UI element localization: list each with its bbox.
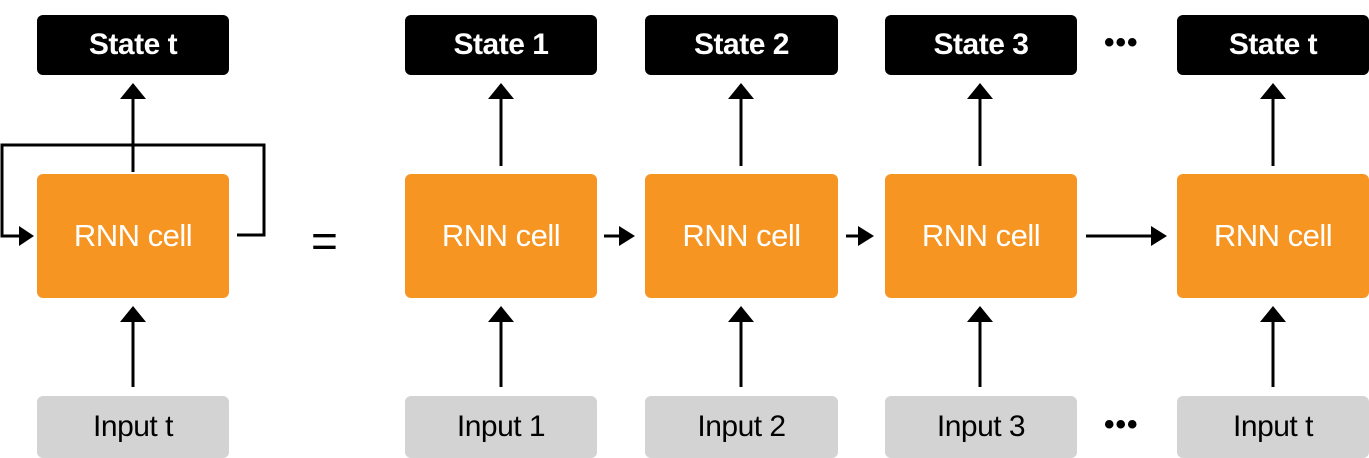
recurrent-arrowhead-2 [858,226,874,246]
recurrent-arrowhead-1 [619,226,635,246]
unrolled-state-box-3: State 3 [885,15,1077,75]
unrolled-rnn-cell-2: RNN cell [645,174,838,298]
unrolled-output-arrowhead-2 [728,83,754,99]
recurrent-arrowhead-3 [1151,226,1167,246]
unrolled-output-arrowhead-1 [488,83,514,99]
state-ellipsis: ••• [1104,26,1139,59]
unrolled-input-box-1: Input 1 [405,396,597,458]
unrolled-state-box-1: State 1 [405,15,597,75]
unrolled-output-arrowhead-3 [967,83,993,99]
recurrent-loop-arrowhead [19,226,34,246]
unrolled-rnn-cell-4: RNN cell [1177,174,1369,298]
equals-sign: = [311,215,338,267]
unrolled-state-box-4: State t [1177,15,1369,75]
unrolled-input-arrowhead-1 [488,306,514,322]
unrolled-input-arrowhead-2 [728,306,754,322]
unrolled-input-box-3: Input 3 [885,396,1077,458]
unrolled-output-arrowhead-4 [1260,83,1286,99]
rolled-input-arrowhead [120,306,146,322]
rolled-state-box: State t [37,15,229,75]
unrolled-input-box-4: Input t [1177,396,1369,458]
rolled-input-box: Input t [37,396,229,458]
unrolled-state-box-2: State 2 [645,15,838,75]
unrolled-rnn-cell-1: RNN cell [405,174,597,298]
unrolled-input-arrowhead-4 [1260,306,1286,322]
rolled-rnn-cell: RNN cell [37,174,229,298]
rolled-output-arrowhead [120,83,146,99]
unrolled-input-box-2: Input 2 [645,396,838,458]
unrolled-input-arrowhead-3 [967,306,993,322]
unrolled-rnn-cell-3: RNN cell [885,174,1077,298]
input-ellipsis: ••• [1104,408,1139,441]
